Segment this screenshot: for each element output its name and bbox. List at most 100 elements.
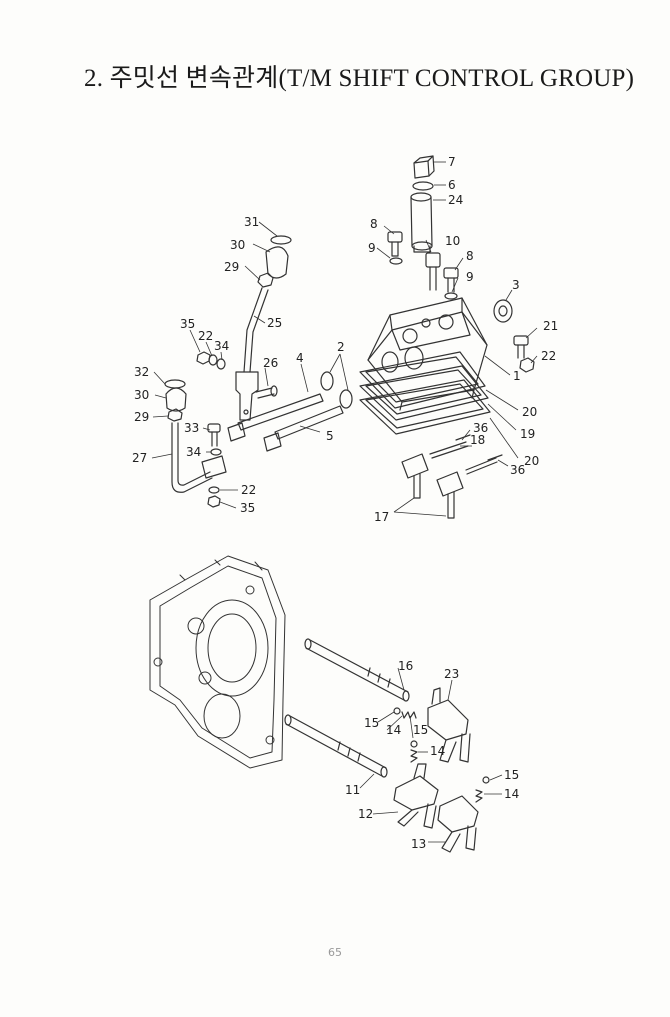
callout-29: 29 [224,260,239,274]
part-17-lever [401,453,429,499]
callout-34: 34 [214,339,229,353]
callout-36: 36 [473,421,488,435]
part-15-ball [393,707,401,715]
callout-13: 13 [411,837,426,851]
callout-9: 9 [466,270,474,284]
callout-26: 26 [263,356,278,370]
part-18-pin [429,441,469,459]
part-3-seal [493,299,513,323]
callout-5: 5 [326,429,334,443]
part-21-bolt [513,335,529,359]
part-22-nut [519,357,535,373]
part-35-nut [207,495,221,508]
callout-10: 10 [445,234,460,248]
callout-29: 29 [134,410,149,424]
callout-17: 17 [374,510,389,524]
part-10-plunger [425,252,441,291]
callout-3: 3 [512,278,520,292]
page-number: 65 [328,946,342,959]
part-2-seal [339,389,353,409]
part-22-washer [208,486,220,494]
part-27-rod [171,422,213,493]
part-8-bolt [387,231,403,257]
part-2-seal [320,371,334,391]
callout-8: 8 [370,217,378,231]
part-5-shaft [263,405,344,452]
rod-block [201,455,227,479]
callout-14: 14 [504,787,519,801]
part-9-washer [389,257,403,265]
part-9-washer [444,292,458,300]
callout-31: 31 [244,215,259,229]
callout-30: 30 [134,388,149,402]
part-4-shaft [227,393,324,442]
part-16-rail [304,638,410,702]
part-25-lever [235,287,269,421]
part-23-fork [427,687,471,763]
callout-23: 23 [444,667,459,681]
part-18-pin [465,457,498,475]
part-24-tube [410,192,433,253]
callout-22: 22 [198,329,213,343]
part-33-bolt [207,423,221,447]
part-8-bolt [443,267,459,293]
callout-6: 6 [448,178,456,192]
callout-33: 33 [184,421,199,435]
part-26-pin [255,385,278,399]
callout-34: 34 [186,445,201,459]
part-14-spring [475,789,483,803]
callout-22: 22 [241,483,256,497]
callout-25: 25 [267,316,282,330]
part-34-washer [216,358,226,370]
callout-30: 30 [230,238,245,252]
part-7-cap [413,155,435,179]
leader-lines [151,161,538,843]
part-15-ball [482,776,490,784]
callout-36: 36 [510,463,525,477]
part-20-gasket [359,379,491,435]
page-title: 2. 주밋선 변속관계(T/M SHIFT CONTROL GROUP) [84,65,635,92]
callout-35: 35 [240,501,255,515]
callout-9: 9 [368,241,376,255]
callout-19: 19 [520,427,535,441]
callout-7: 7 [448,155,456,169]
callout-12: 12 [358,807,373,821]
callout-20: 20 [522,405,537,419]
callout-21: 21 [543,319,558,333]
part-29-nut [257,272,274,288]
part-31-cap [270,235,292,245]
part-14-spring [401,711,417,719]
part-13-fork [437,795,479,853]
callout-8: 8 [466,249,474,263]
callout-22: 22 [541,349,556,363]
part-36-pin [455,434,471,441]
callout-35: 35 [180,317,195,331]
part-36-pin [487,454,503,461]
part-15-ball [410,740,418,748]
page-footer: 65 [0,946,670,959]
callout-18: 18 [470,433,485,447]
part-30-knob [165,387,187,412]
part-35-nut [196,351,211,365]
part-6-ring [412,181,434,191]
callout-15: 15 [364,716,379,730]
callout-1: 1 [513,369,521,383]
callout-27: 27 [132,451,147,465]
part-29-nut [167,408,183,422]
part-17-lever [436,471,464,519]
callout-15: 15 [504,768,519,782]
callout-2: 2 [337,340,345,354]
callout-labels: 7 6 24 8 9 10 8 9 3 21 22 1 20 19 20 2 4… [132,155,558,851]
callout-11: 11 [345,783,360,797]
part-11-rail [284,714,388,778]
callout-14: 14 [386,723,401,737]
callout-4: 4 [296,351,304,365]
part-34-washer [210,448,222,456]
part-12-fork [393,763,439,829]
callout-16: 16 [398,659,413,673]
callout-32: 32 [134,365,149,379]
callout-15: 15 [413,723,428,737]
transmission-case [149,555,286,769]
part-32-cap [164,379,186,389]
